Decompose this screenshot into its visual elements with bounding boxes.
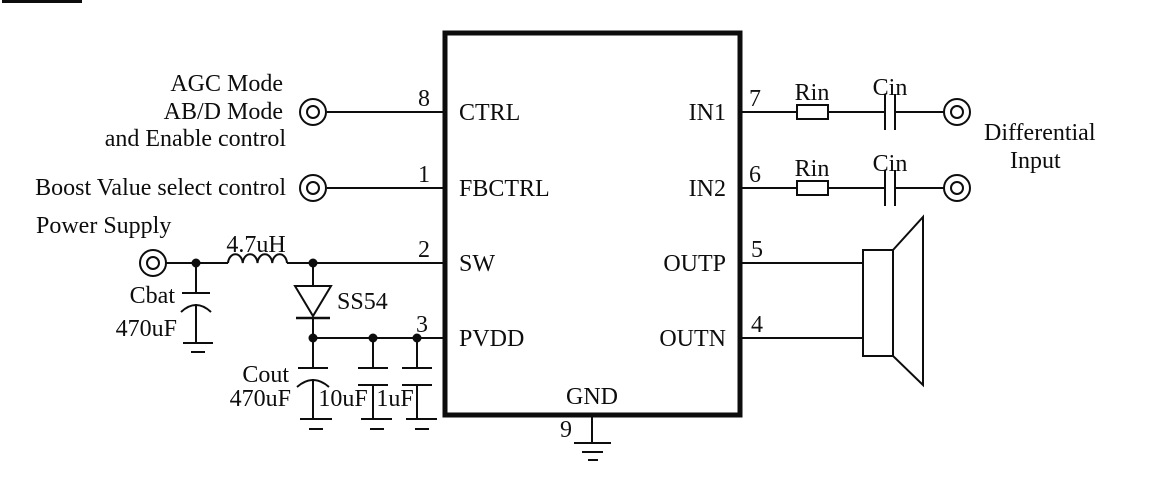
resistor-rin-1 <box>796 104 829 120</box>
cap-cout <box>296 367 330 388</box>
label-cout-value: 470uF <box>230 386 291 412</box>
label-boost-select: Boost Value select control <box>35 175 286 201</box>
label-diode-part: SS54 <box>337 289 388 315</box>
junction-dot <box>191 258 201 268</box>
speaker-driver <box>862 249 894 357</box>
terminal-power-supply <box>139 249 167 277</box>
ground-gnd-pin <box>574 442 611 461</box>
pin-number-4: 4 <box>751 312 763 338</box>
ic-body <box>442 30 743 418</box>
label-rin-2: Rin <box>795 156 830 182</box>
ground-c10 <box>361 418 392 430</box>
diode-triangle <box>293 285 333 318</box>
pin-label-outp: OUTP <box>663 251 726 277</box>
cap-cin-2 <box>884 170 896 206</box>
pin-label-sw: SW <box>459 251 495 277</box>
speaker-cone <box>892 214 924 388</box>
terminal-inner-circle <box>950 181 964 195</box>
cap-cin-1 <box>884 94 896 130</box>
pin-label-in1: IN1 <box>689 100 726 126</box>
label-cin-2: Cin <box>873 151 908 177</box>
label-cout-name: Cout <box>242 362 289 388</box>
pin-number-9: 9 <box>560 417 572 443</box>
pin-number-2: 2 <box>418 237 430 263</box>
speaker <box>862 214 924 388</box>
label-inductor-value: 4.7uH <box>226 232 285 258</box>
ground-cbat <box>183 342 213 353</box>
label-power-supply: Power Supply <box>36 213 171 239</box>
junction-dot <box>308 333 318 343</box>
cap-1uf <box>402 367 432 386</box>
label-cbat-name: Cbat <box>130 283 176 309</box>
terminal-input2 <box>943 174 971 202</box>
diode-ss54 <box>293 285 333 320</box>
pin-number-6: 6 <box>749 162 761 188</box>
cap-plate-curved <box>296 379 330 388</box>
pin-label-fbctrl: FBCTRL <box>459 176 550 202</box>
pin-label-ctrl: CTRL <box>459 100 520 126</box>
pin-label-in2: IN2 <box>689 176 726 202</box>
pin-number-5: 5 <box>751 237 763 263</box>
pin-number-1: 1 <box>418 162 430 188</box>
pin-label-pvdd: PVDD <box>459 326 524 352</box>
cap-plate-curved <box>180 304 212 313</box>
junction-dot <box>412 333 422 343</box>
terminal-agc-ctrl <box>299 98 327 126</box>
pin-number-7: 7 <box>749 86 761 112</box>
terminal-boost-fbctrl <box>299 174 327 202</box>
junction-dot <box>308 258 318 268</box>
ground-c1 <box>406 418 437 430</box>
ground-cout <box>300 418 332 430</box>
label-abd-mode: AB/D Mode <box>164 99 283 125</box>
label-differential: Differential <box>984 120 1096 146</box>
resistor-rin-2 <box>796 180 829 196</box>
crop-artifact-line <box>2 0 82 3</box>
cap-10uf <box>358 367 388 386</box>
pin-number-3: 3 <box>416 312 428 338</box>
terminal-inner-circle <box>306 181 320 195</box>
pin-number-8: 8 <box>418 86 430 112</box>
label-cbat-value: 470uF <box>116 316 177 342</box>
inductor-coil <box>227 253 288 264</box>
label-c10-value: 10uF <box>318 386 367 412</box>
pin-label-outn: OUTN <box>659 326 726 352</box>
label-c1-value: 1uF <box>376 386 413 412</box>
label-enable-control: and Enable control <box>105 126 287 152</box>
label-rin-1: Rin <box>795 80 830 106</box>
terminal-inner-circle <box>306 105 320 119</box>
terminal-inner-circle <box>950 105 964 119</box>
label-cin-1: Cin <box>873 75 908 101</box>
pin-label-gnd: GND <box>566 384 618 410</box>
label-input: Input <box>1010 148 1061 174</box>
label-agc-mode: AGC Mode <box>170 71 283 97</box>
junction-dot <box>368 333 378 343</box>
terminal-inner-circle <box>146 256 160 270</box>
terminal-input1 <box>943 98 971 126</box>
cap-cbat <box>180 292 212 313</box>
